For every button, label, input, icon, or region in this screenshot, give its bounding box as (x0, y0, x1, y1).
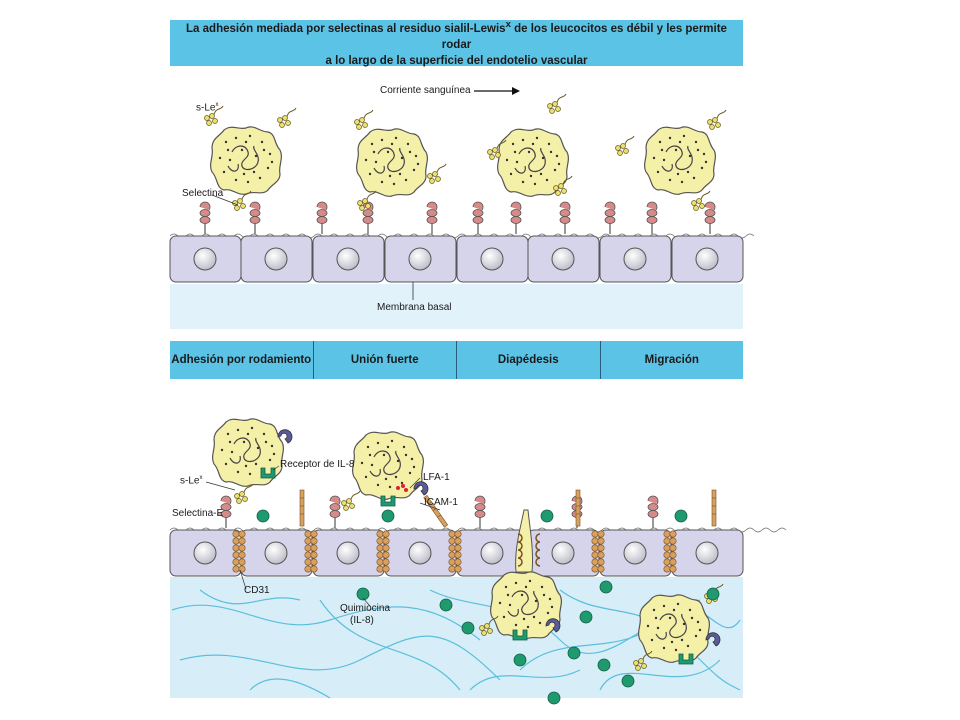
selectina-label: Selectina (182, 188, 224, 199)
chemokine-label-line2: (IL-8) (350, 615, 374, 626)
title-line1-text: La adhesión mediada por selectinas al re… (186, 22, 506, 35)
icam1-label: ICAM-1 (424, 497, 458, 508)
lfa1-icam-bond (396, 484, 408, 492)
sle-label-bottom: s-Lex (180, 475, 202, 486)
stage-firm-adhesion: Unión fuerte (314, 341, 457, 379)
flow-label: Corriente sanguínea (380, 85, 471, 96)
title-line1-sup: x (505, 19, 511, 31)
title-line-2: a lo largo de la superficie del endoteli… (325, 54, 588, 67)
sle-label-bottom-sup: x (199, 475, 203, 481)
lfa1-label: LFA-1 (423, 472, 450, 483)
membrana-basal-label: Membrana basal (377, 302, 452, 313)
sle-label-top-sup: x (215, 102, 219, 108)
flow-arrow-head (512, 87, 520, 95)
title-line-1: La adhesión mediada por selectinas al re… (170, 17, 743, 53)
il8-receptor-label: Receptor de IL-8 (280, 459, 355, 470)
pointer-lines (205, 465, 441, 607)
stage-diapedesis: Diapédesis (457, 341, 601, 379)
top-header: La adhesión mediada por selectinas al re… (170, 17, 743, 67)
basal-membrane-top (170, 284, 743, 329)
title-line1-end: de los leucocitos es débil y les permite… (441, 22, 727, 51)
selectina-e-label: Selectina-E (172, 508, 224, 519)
glycocalyx-top (169, 233, 755, 239)
chemokine-label-line1: Quimiocina (340, 603, 391, 614)
selectina-pointer (211, 194, 239, 206)
diapedesis-leukocyte (489, 509, 563, 640)
cd31-label: CD31 (244, 585, 270, 596)
stage-rolling: Adhesión por rodamiento (170, 341, 314, 379)
sle-label-top-text: s-Le (196, 102, 216, 114)
endothelium-top (169, 235, 744, 283)
cd31-diapedesis-right (535, 533, 541, 567)
sle-label-top: s-Lex (196, 102, 218, 113)
stage-migration: Migración (644, 354, 699, 366)
cd31-diapedesis-left (517, 533, 523, 567)
sle-label-bottom-text: s-Le (180, 475, 200, 487)
glycocalyx-bottom (169, 527, 787, 533)
stage-header: Adhesión por rodamiento Unión fuerte Dia… (170, 341, 743, 379)
